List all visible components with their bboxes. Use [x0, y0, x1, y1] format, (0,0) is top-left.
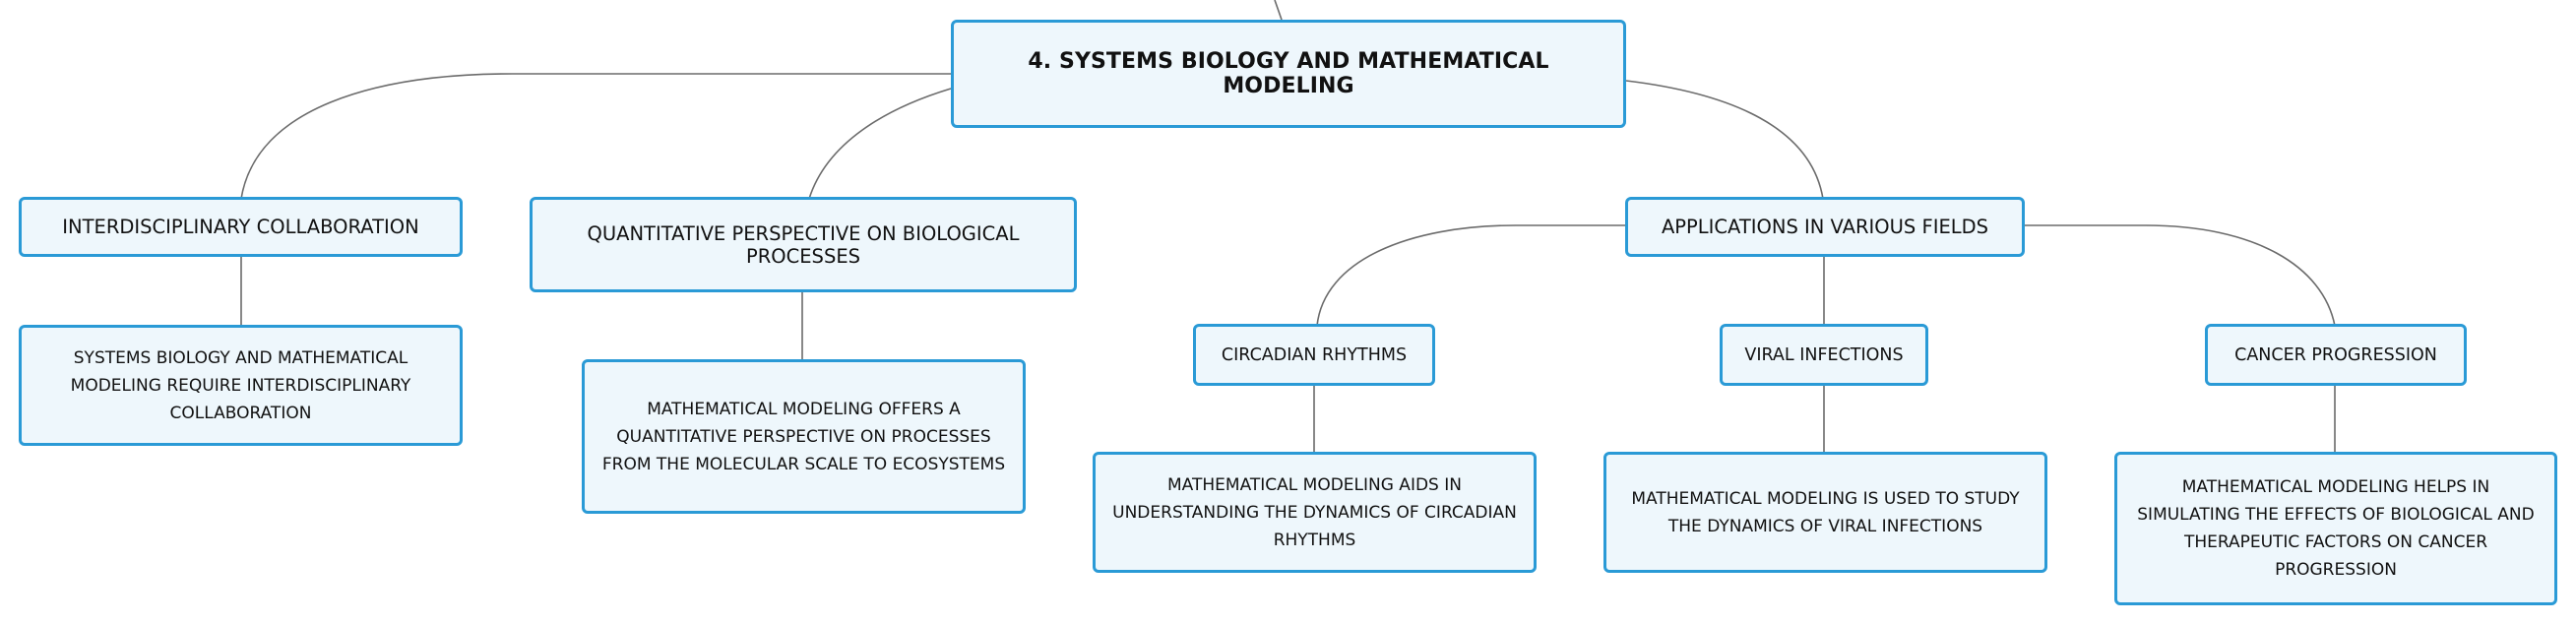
detail-node-interdisciplinary-collaboration[interactable]: SYSTEMS BIOLOGY AND MATHEMATICAL MODELIN… [19, 325, 463, 446]
detail-text: SYSTEMS BIOLOGY AND MATHEMATICAL MODELIN… [70, 347, 411, 423]
branch-node-interdisciplinary-collaboration[interactable]: INTERDISCIPLINARY COLLABORATION [19, 197, 463, 257]
branch-label: APPLICATIONS IN VARIOUS FIELDS [1661, 216, 1989, 238]
sub-node-circadian-rhythms[interactable]: CIRCADIAN RHYTHMS [1193, 324, 1435, 386]
sub-node-viral-infections[interactable]: VIRAL INFECTIONS [1720, 324, 1928, 386]
detail-node-circadian-rhythms[interactable]: MATHEMATICAL MODELING AIDS IN UNDERSTAND… [1093, 452, 1537, 573]
sub-label: CANCER PROGRESSION [2234, 344, 2437, 365]
detail-text: MATHEMATICAL MODELING IS USED TO STUDY T… [1631, 488, 2020, 536]
branch-node-quantitative-perspective[interactable]: QUANTITATIVE PERSPECTIVE ON BIOLOGICAL P… [530, 197, 1077, 292]
detail-text: MATHEMATICAL MODELING OFFERS A QUANTITAT… [601, 399, 1006, 474]
connector-parent-to-root [1274, 0, 1283, 21]
root-node[interactable]: 4. SYSTEMS BIOLOGY AND MATHEMATICAL MODE… [951, 20, 1626, 128]
detail-text: MATHEMATICAL MODELING HELPS IN SIMULATIN… [2137, 477, 2535, 580]
branch-node-applications[interactable]: APPLICATIONS IN VARIOUS FIELDS [1625, 197, 2025, 257]
detail-node-cancer-progression[interactable]: MATHEMATICAL MODELING HELPS IN SIMULATIN… [2114, 452, 2557, 605]
connector-applications-to-cancer [2023, 224, 2336, 327]
root-label: 4. SYSTEMS BIOLOGY AND MATHEMATICAL MODE… [1028, 49, 1549, 98]
detail-node-viral-infections[interactable]: MATHEMATICAL MODELING IS USED TO STUDY T… [1603, 452, 2047, 573]
branch-label: QUANTITATIVE PERSPECTIVE ON BIOLOGICAL P… [587, 221, 1020, 268]
sub-label: VIRAL INFECTIONS [1744, 344, 1904, 365]
detail-text: MATHEMATICAL MODELING AIDS IN UNDERSTAND… [1112, 474, 1517, 550]
connector-root-to-quantitative [808, 88, 952, 200]
detail-node-quantitative-perspective[interactable]: MATHEMATICAL MODELING OFFERS A QUANTITAT… [582, 359, 1026, 514]
sub-label: CIRCADIAN RHYTHMS [1221, 344, 1408, 365]
connector-root-to-collaboration [240, 73, 951, 200]
branch-label: INTERDISCIPLINARY COLLABORATION [62, 216, 419, 238]
connector-root-to-applications [1625, 80, 1824, 200]
connector-applications-to-circadian [1316, 224, 1626, 327]
sub-node-cancer-progression[interactable]: CANCER PROGRESSION [2205, 324, 2467, 386]
